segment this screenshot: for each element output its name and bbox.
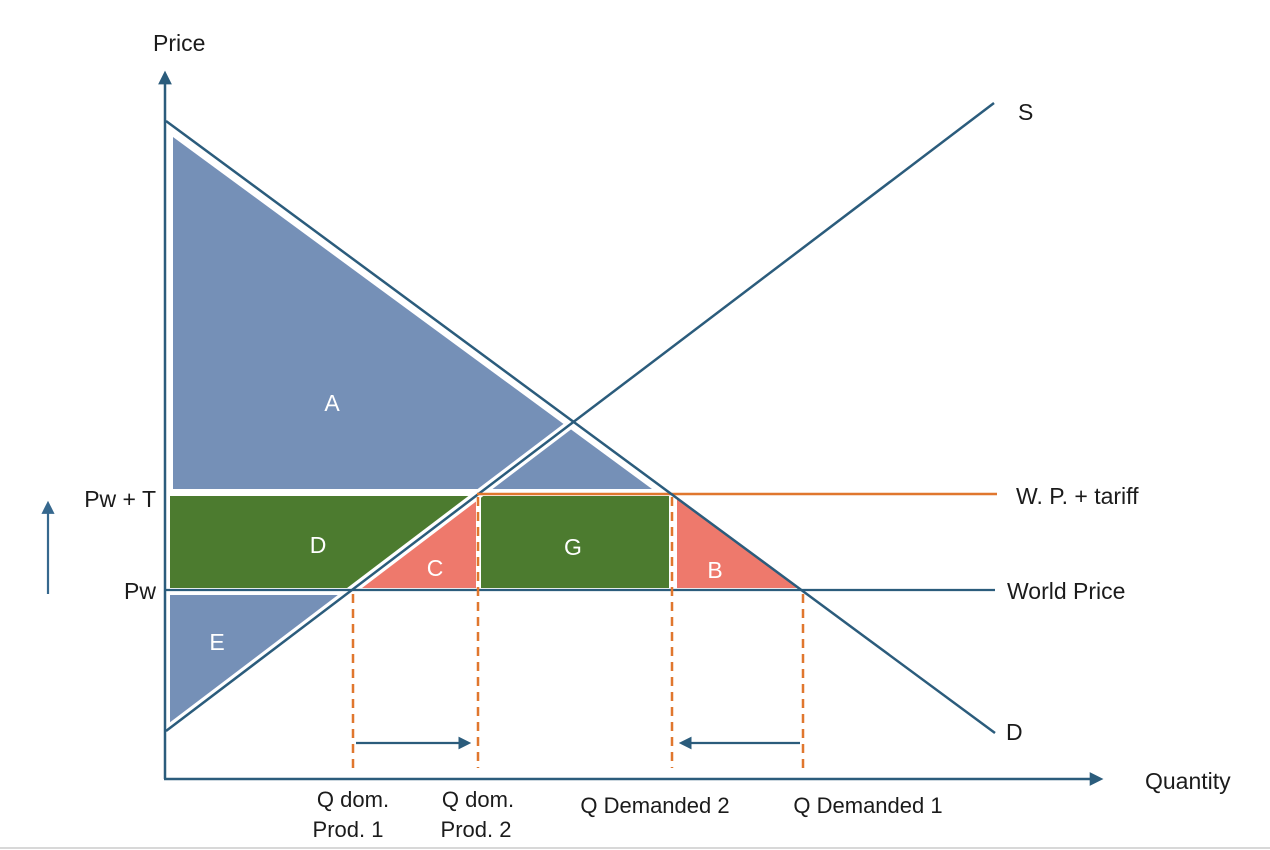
supply-curve-label: S — [1018, 99, 1033, 125]
region-a-label: A — [324, 390, 340, 416]
supply-curve — [165, 102, 995, 732]
q-dom-prod-1-label-line1: Q dom. — [317, 787, 389, 812]
region-c-label: C — [427, 555, 444, 581]
world-price-line-label: World Price — [1007, 578, 1125, 604]
tariff-price-line-label: W. P. + tariff — [1016, 483, 1139, 509]
region-d-producer-gain — [170, 496, 474, 588]
region-e-label: E — [209, 629, 224, 655]
q-demanded-2-label: Q Demanded 2 — [580, 793, 729, 818]
demand-curve — [165, 119, 996, 735]
region-a-consumer-surplus-lost — [173, 137, 652, 489]
region-g-label: G — [564, 534, 582, 560]
q-demanded-1-label: Q Demanded 1 — [793, 793, 942, 818]
region-g-tariff-revenue — [481, 496, 669, 588]
q-dom-prod-2-label-line1: Q dom. — [442, 787, 514, 812]
region-b-label: B — [707, 557, 722, 583]
region-d-label: D — [310, 532, 327, 558]
demand-curve-label: D — [1006, 719, 1023, 745]
y-tick-pw: Pw — [124, 578, 156, 604]
y-axis-label: Price — [153, 30, 205, 56]
x-axis-label: Quantity — [1145, 768, 1231, 794]
q-dom-prod-2-label-line2: Prod. 2 — [441, 817, 512, 842]
y-tick-pw-plus-t: Pw + T — [84, 486, 156, 512]
q-dom-prod-1-label-line2: Prod. 1 — [313, 817, 384, 842]
